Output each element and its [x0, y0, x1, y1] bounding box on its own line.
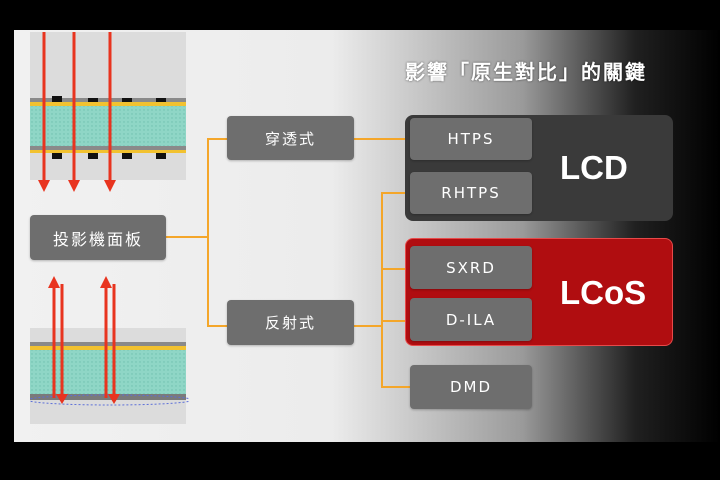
slide-title: 影響「原生對比」的關鍵 [405, 60, 647, 84]
dmd-node: DMD [410, 365, 532, 409]
dila-node: D-ILA [410, 298, 532, 341]
light-arrow-icon [38, 32, 50, 192]
connector-line [381, 320, 410, 322]
projector-panel-node: 投影機面板 [30, 215, 166, 260]
connector-line [381, 192, 410, 194]
reflective-node: 反射式 [227, 300, 354, 345]
connector-line [207, 138, 209, 327]
connector-line [354, 325, 382, 327]
reflective-panel-illustration [30, 276, 190, 424]
connector-line [354, 138, 410, 140]
reflect-arrow-icon [48, 276, 68, 404]
light-arrow-icon [104, 32, 116, 192]
transmissive-panel-illustration [30, 32, 186, 192]
htps-node: HTPS [410, 118, 532, 160]
lcd-group-label: LCD [560, 149, 628, 186]
reflect-arrow-icon [100, 276, 120, 404]
connector-line [381, 386, 410, 388]
lcos-group-label: LCoS [560, 274, 647, 311]
connector-line [381, 192, 383, 388]
rhtps-node: RHTPS [410, 172, 532, 214]
sxrd-node: SXRD [410, 246, 532, 289]
light-arrow-icon [68, 32, 80, 192]
connector-line [207, 138, 227, 140]
transmissive-node: 穿透式 [227, 116, 354, 160]
connector-line [207, 325, 227, 327]
connector-line [381, 268, 410, 270]
connector-line [166, 236, 208, 238]
